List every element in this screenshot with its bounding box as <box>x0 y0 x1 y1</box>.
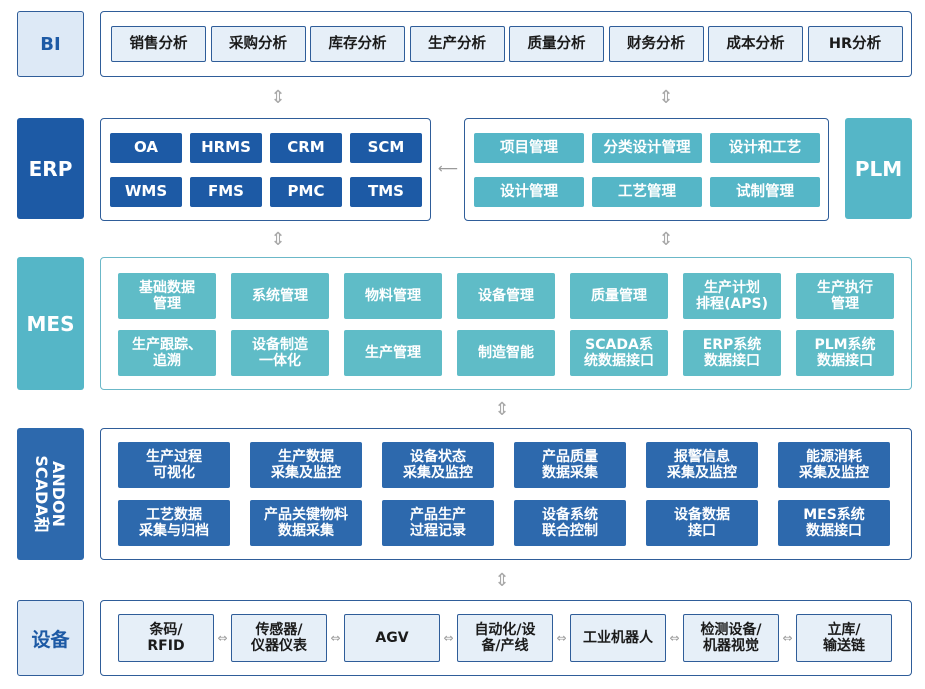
bidirectional-arrow-icon: ⇔ <box>669 631 680 645</box>
erp-module-box: SCM <box>350 133 422 163</box>
mes-module-box: 系统管理 <box>231 273 329 319</box>
mes-module-box: ERP系统 数据接口 <box>683 330 781 376</box>
updown-arrow-icon: ⇕ <box>270 86 286 108</box>
mes-module-box: SCADA系 统数据接口 <box>570 330 668 376</box>
scada-layer-label <box>17 428 84 560</box>
erp-module-box: TMS <box>350 177 422 207</box>
scada-module-box: 报警信息 采集及监控 <box>646 442 758 488</box>
bi-analysis-box: 采购分析 <box>210 26 306 62</box>
erp-module-box: HRMS <box>190 133 262 163</box>
scada-frame <box>100 428 912 560</box>
mes-module-box: 设备管理 <box>457 273 555 319</box>
scada-module-box: 产品质量 数据采集 <box>514 442 626 488</box>
scada-module-box: 生产数据 采集及监控 <box>250 442 362 488</box>
erp-module-box: FMS <box>190 177 262 207</box>
bidirectional-arrow-icon: ⇔ <box>556 631 567 645</box>
bi-analysis-box: 质量分析 <box>509 26 604 62</box>
bi-analysis-box: 生产分析 <box>409 26 505 62</box>
erp-module-box: CRM <box>270 133 342 163</box>
updown-arrow-icon: ⇕ <box>658 228 674 250</box>
bi-analysis-box: HR分析 <box>807 26 903 62</box>
erp-module-box: OA <box>110 133 182 163</box>
bi-analysis-box: 库存分析 <box>310 26 405 62</box>
mes-module-box: 生产跟踪、 追溯 <box>118 330 216 376</box>
bidirectional-arrow-icon: ⇔ <box>217 631 228 645</box>
scada-module-box: 设备状态 采集及监控 <box>382 442 494 488</box>
left-arrow-icon: ⟵ <box>437 161 459 177</box>
scada-module-box: 生产过程 可视化 <box>118 442 230 488</box>
scada-module-box: 设备数据 接口 <box>646 500 758 546</box>
bi-analysis-box: 成本分析 <box>708 26 803 62</box>
bidirectional-arrow-icon: ⇔ <box>330 631 341 645</box>
device-box: AGV <box>344 614 440 662</box>
scada-module-box: 设备系统 联合控制 <box>514 500 626 546</box>
bi-layer-label: BI <box>17 11 84 77</box>
plm-layer-label: PLM <box>845 118 912 219</box>
mes-layer-label: MES <box>17 257 84 390</box>
mes-module-box: 物料管理 <box>344 273 442 319</box>
scada-module-box: 产品关键物料 数据采集 <box>250 500 362 546</box>
updown-arrow-icon: ⇕ <box>494 569 510 591</box>
scada-module-box: MES系统 数据接口 <box>778 500 890 546</box>
plm-module-box: 项目管理 <box>474 133 584 163</box>
plm-module-box: 设计和工艺 <box>710 133 820 163</box>
device-layer-label: 设备 <box>17 600 84 676</box>
plm-module-box: 试制管理 <box>710 177 820 207</box>
plm-module-box: 工艺管理 <box>592 177 702 207</box>
device-box: 自动化/设 备/产线 <box>457 614 553 662</box>
mes-module-box: 制造智能 <box>457 330 555 376</box>
bi-analysis-box: 销售分析 <box>111 26 206 62</box>
device-box: 立库/ 输送链 <box>796 614 892 662</box>
mes-module-box: PLM系统 数据接口 <box>796 330 894 376</box>
device-box: 检测设备/ 机器视觉 <box>683 614 779 662</box>
mes-module-box: 设备制造 一体化 <box>231 330 329 376</box>
bi-analysis-box: 财务分析 <box>608 26 704 62</box>
scada-module-box: 工艺数据 采集与归档 <box>118 500 230 546</box>
bidirectional-arrow-icon: ⇔ <box>782 631 793 645</box>
updown-arrow-icon: ⇕ <box>494 398 510 420</box>
mes-module-box: 生产执行 管理 <box>796 273 894 319</box>
scada-layer-text: ANDON SCADA和 <box>32 455 68 533</box>
updown-arrow-icon: ⇕ <box>270 228 286 250</box>
bidirectional-arrow-icon: ⇔ <box>443 631 454 645</box>
mes-module-box: 质量管理 <box>570 273 668 319</box>
scada-module-box: 能源消耗 采集及监控 <box>778 442 890 488</box>
updown-arrow-icon: ⇕ <box>658 86 674 108</box>
erp-module-box: PMC <box>270 177 342 207</box>
plm-module-box: 设计管理 <box>474 177 584 207</box>
mes-module-box: 生产计划 排程(APS) <box>683 273 781 319</box>
erp-module-box: WMS <box>110 177 182 207</box>
device-box: 工业机器人 <box>570 614 666 662</box>
mes-module-box: 基础数据 管理 <box>118 273 216 319</box>
device-box: 传感器/ 仪器仪表 <box>231 614 327 662</box>
erp-layer-label: ERP <box>17 118 84 219</box>
plm-module-box: 分类设计管理 <box>592 133 702 163</box>
mes-module-box: 生产管理 <box>344 330 442 376</box>
device-box: 条码/ RFID <box>118 614 214 662</box>
scada-module-box: 产品生产 过程记录 <box>382 500 494 546</box>
